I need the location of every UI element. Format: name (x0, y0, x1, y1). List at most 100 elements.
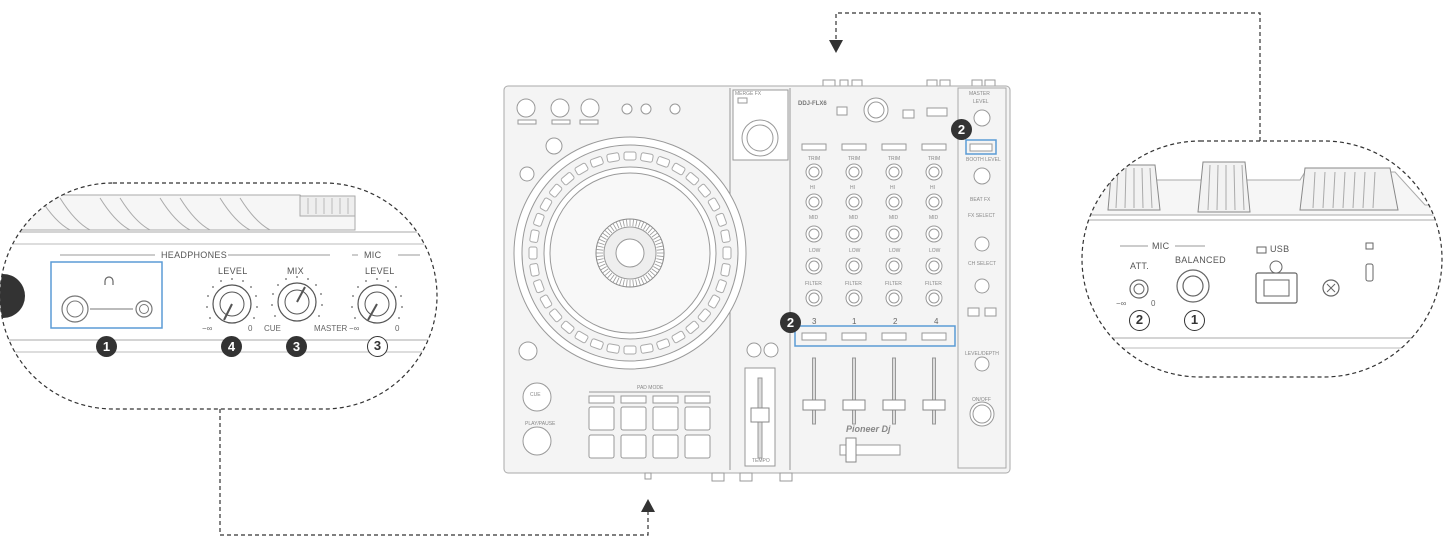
level-knob (212, 284, 252, 324)
load-button (881, 143, 907, 151)
jog-ring-segment (623, 151, 637, 161)
jog-ring-segment (707, 197, 721, 212)
jog-ring-segment (623, 345, 637, 355)
load-button (841, 143, 867, 151)
jog-ring-segment (640, 152, 654, 163)
jog-spoke (645, 274, 651, 281)
channel-knob-cap (928, 228, 940, 240)
jog-ring-segment (549, 183, 563, 198)
jog-ring-segment (589, 338, 604, 350)
jog-ring-segment (656, 338, 671, 350)
jog-ring-segment (539, 294, 553, 309)
jog-spoke (656, 255, 664, 257)
jog-ring-segment (697, 183, 711, 198)
jog-spoke (606, 227, 613, 234)
jog-ring-segment (715, 212, 727, 227)
channel-knob-cap (848, 292, 860, 304)
channel-knob-cap (808, 228, 820, 240)
jog-ring-segment (671, 330, 686, 344)
channel-knob-cap (848, 260, 860, 272)
jog-spoke (651, 268, 658, 274)
jog-spoke (656, 258, 664, 261)
jog-ring-segment (528, 246, 538, 260)
fader-track (852, 357, 856, 425)
jog-spoke (600, 235, 607, 240)
jog-ring-segment (560, 172, 575, 186)
jog-spoke (655, 260, 663, 264)
jog-spoke (656, 245, 664, 248)
connector-lines (219, 12, 1261, 536)
jog-spoke (635, 219, 638, 227)
fader-track (812, 357, 816, 425)
cue-button (801, 332, 827, 341)
jog-ring-segment (685, 320, 700, 334)
jog-spoke (654, 263, 662, 268)
jog-ring-segment (640, 343, 654, 354)
jog-spoke (637, 220, 641, 228)
jog-spoke (622, 219, 625, 227)
master-cue-highlight (965, 139, 997, 155)
jog-ring-segment (529, 229, 540, 243)
jog-spoke (604, 270, 611, 277)
jog-spoke (632, 279, 634, 287)
jog-spoke (600, 266, 607, 271)
jog-spoke (598, 263, 606, 268)
load-button (801, 143, 827, 151)
jog-spoke (598, 238, 606, 243)
jog-ring-segment (549, 308, 563, 323)
jog-spoke (615, 277, 620, 285)
headphones-jack-highlight (50, 261, 163, 329)
jog-spoke (596, 255, 604, 257)
fader-track (892, 357, 896, 425)
jog-spoke (602, 268, 609, 274)
jog-spoke (597, 242, 605, 246)
jog-ring-segment (606, 343, 620, 354)
channel-knob-cap (888, 196, 900, 208)
jog-ring-segment (671, 162, 686, 176)
jog-ring-segment (574, 162, 589, 176)
jog-ring-segment (560, 320, 575, 334)
jog-spoke (602, 232, 609, 238)
jog-spoke (612, 276, 617, 283)
jog-spoke (655, 242, 663, 246)
jog-spoke (596, 245, 604, 248)
jog-ring-segment (720, 263, 731, 277)
jog-spoke (647, 272, 654, 279)
jog-spoke (653, 235, 660, 240)
jog-ring-segment (685, 172, 700, 186)
jog-spoke (626, 219, 628, 227)
channel-knob-cap (808, 292, 820, 304)
security-slot (1365, 263, 1374, 282)
jog-spoke (604, 229, 611, 236)
jog-spoke (635, 279, 638, 287)
channel-fader (922, 399, 946, 411)
jog-spoke (606, 272, 613, 279)
jog-ring-segment (722, 246, 732, 260)
jog-ring-segment (720, 229, 731, 243)
channel-knob-cap (928, 260, 940, 272)
arrow-to-top (829, 40, 843, 53)
jog-spoke (651, 232, 658, 238)
channel-fader (882, 399, 906, 411)
cue-button (881, 332, 907, 341)
jog-spoke (609, 225, 615, 232)
cue-button (841, 332, 867, 341)
channel-knob-cap (888, 292, 900, 304)
jog-spoke (619, 220, 623, 228)
jog-spoke (637, 278, 641, 286)
channel-knob-cap (928, 292, 940, 304)
channel-knob-cap (848, 228, 860, 240)
jog-spoke (645, 225, 651, 232)
jog-ring-segment (707, 294, 721, 309)
channel-knob-cap (928, 166, 940, 178)
jog-spoke (649, 270, 656, 277)
jog-spoke (622, 279, 625, 287)
rear-panel-callout (1081, 140, 1443, 378)
jog-ring-segment (539, 197, 553, 212)
dj-controller (503, 79, 1011, 482)
channel-knob-cap (928, 196, 940, 208)
jog-spoke (649, 229, 656, 236)
jog-spoke (596, 258, 604, 261)
load-button (921, 143, 947, 151)
